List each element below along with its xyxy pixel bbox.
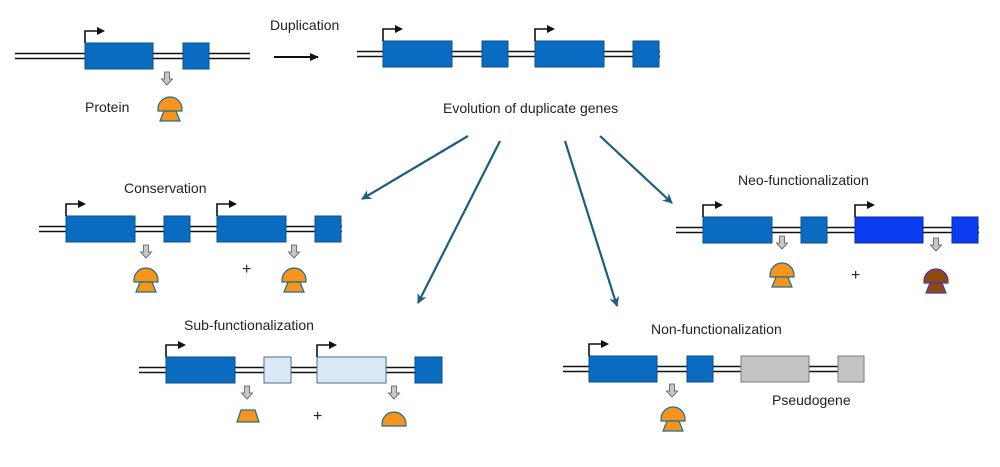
conservation-title: Conservation — [124, 180, 207, 196]
exon-box — [800, 216, 828, 244]
plus-sign-neo: + — [851, 267, 860, 284]
promoter-arrow-icon — [382, 25, 403, 41]
down-arrow-icon — [930, 237, 942, 252]
conservation-genes — [39, 200, 342, 293]
protein-icon — [157, 96, 183, 122]
promoter-arrow-icon — [84, 27, 105, 43]
protein-icon — [133, 267, 159, 293]
promoter-arrow-icon — [165, 341, 186, 357]
exon-box — [414, 356, 443, 384]
down-arrow-icon — [161, 71, 173, 86]
protein-domain-icon — [381, 411, 407, 427]
neo-functionalization-genes — [676, 201, 979, 294]
branch-arrows — [361, 135, 673, 307]
duplication-label: Duplication — [270, 17, 339, 33]
exon-box — [740, 355, 810, 383]
arrow-to-conservation — [361, 135, 469, 200]
exon-box — [163, 215, 191, 243]
exon-box — [481, 40, 509, 68]
down-arrow-icon — [666, 383, 678, 398]
down-arrow-icon — [776, 235, 788, 250]
non-title: Non-functionalization — [651, 321, 782, 337]
exon-box — [702, 216, 773, 244]
exon-box — [182, 42, 210, 70]
down-arrow-icon — [288, 244, 300, 259]
exon-box — [588, 355, 658, 383]
plus-sign-conservation: + — [242, 261, 251, 278]
down-arrow-icon — [388, 385, 400, 400]
exon-box — [314, 215, 342, 243]
plus-sign-sub: + — [313, 408, 322, 425]
exon-box — [216, 215, 287, 243]
protein-label: Protein — [85, 99, 129, 115]
protein-icon — [769, 262, 795, 288]
exon-box — [263, 356, 292, 384]
down-arrow-icon — [140, 244, 152, 259]
protein-icon — [660, 406, 686, 432]
protein-domain-icon — [236, 409, 260, 423]
exon-box — [165, 356, 236, 384]
non-functionalization-genes — [563, 340, 865, 432]
promoter-arrow-icon — [702, 201, 723, 217]
promoter-arrow-icon — [65, 200, 86, 216]
original-gene — [15, 27, 250, 122]
pseudogene-label: Pseudogene — [772, 392, 851, 408]
exon-box — [686, 355, 714, 383]
promoter-arrow-icon — [534, 25, 555, 41]
exon-box — [854, 216, 924, 244]
down-arrow-icon — [241, 385, 253, 400]
arrow-to-non — [563, 140, 620, 307]
arrow-to-sub — [417, 140, 501, 304]
duplicated-gene — [357, 25, 660, 68]
sub-functionalization-genes — [139, 341, 443, 427]
promoter-arrow-icon — [854, 201, 875, 217]
neo-protein-icon — [923, 268, 949, 294]
exon-box — [65, 215, 136, 243]
promoter-arrow-icon — [588, 340, 609, 356]
evolution-label: Evolution of duplicate genes — [443, 100, 618, 116]
neo-title: Neo-functionalization — [738, 172, 869, 188]
promoter-arrow-icon — [216, 200, 237, 216]
exon-box — [951, 216, 979, 244]
exon-box — [84, 42, 154, 70]
promoter-arrow-icon — [316, 341, 337, 357]
exon-box — [632, 40, 660, 68]
exon-box — [534, 40, 605, 68]
protein-icon — [281, 267, 307, 293]
sub-title: Sub-functionalization — [184, 317, 314, 333]
exon-box — [382, 40, 453, 68]
exon-box — [316, 356, 387, 384]
exon-box — [837, 355, 865, 383]
arrow-to-neo — [599, 135, 673, 204]
